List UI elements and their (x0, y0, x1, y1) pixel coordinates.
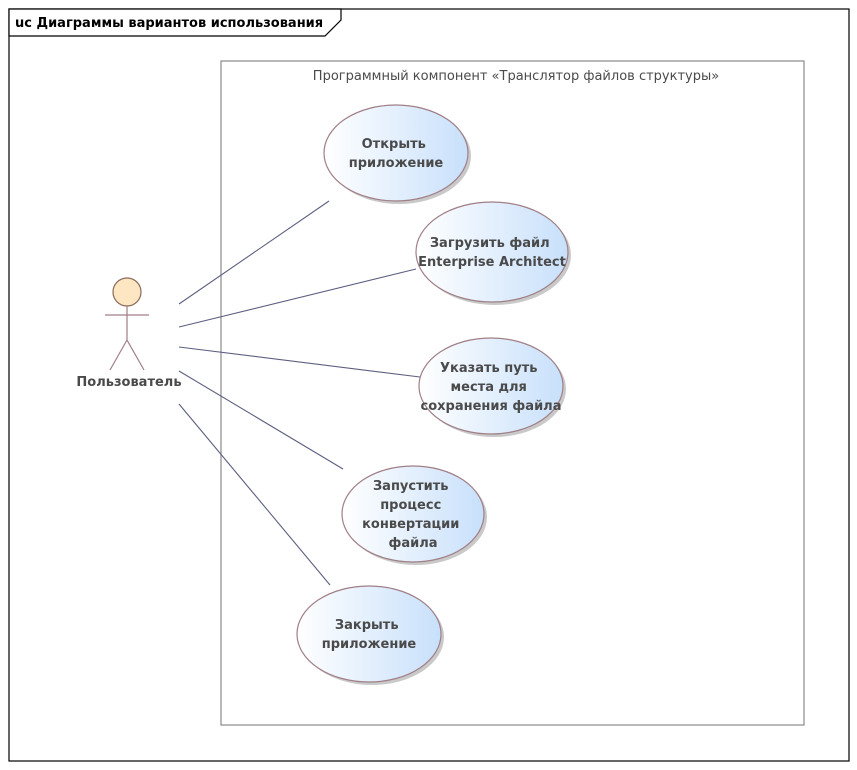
diagram-title: uc Диаграммы вариантов использования (15, 16, 323, 31)
usecase-set-save-path-label: Указать путь места для сохранения файла (421, 361, 562, 414)
usecase-close-app-ellipse (296, 585, 442, 683)
actor-left-leg (109, 339, 128, 371)
actor-name: Пользователь (76, 375, 181, 390)
diagram-frame (8, 8, 850, 762)
usecase-start-conversion[interactable]: Запустить процесс конвертации файла (341, 465, 487, 565)
usecase-start-conversion-label: Запустить процесс конвертации файла (362, 479, 464, 551)
association-path (178, 346, 421, 378)
usecase-open-app-ellipse (323, 104, 469, 202)
usecase-load-file-ellipse (415, 201, 569, 303)
usecase-open-app-label: Открыть приложение (349, 137, 444, 171)
usecase-load-file[interactable]: Загрузить файл Enterprise Architect (415, 201, 571, 305)
usecase-open-app[interactable]: Открыть приложение (323, 104, 471, 204)
association-open (178, 200, 330, 305)
usecase-close-app[interactable]: Закрыть приложение (296, 585, 444, 685)
associations (178, 200, 421, 586)
usecase-load-file-label: Загрузить файл Enterprise Architect (418, 236, 566, 270)
system-boundary-title: Программный компонент «Транслятор файлов… (313, 69, 719, 84)
usecase-set-save-path[interactable]: Указать путь места для сохранения файла (418, 337, 566, 437)
actor-right-leg (126, 339, 145, 371)
diagram-frame-tab (8, 8, 342, 37)
usecase-set-save-path-ellipse (418, 337, 564, 435)
association-convert (178, 370, 344, 470)
actor-user[interactable]: Пользователь (76, 277, 182, 390)
actor-head-icon (112, 277, 142, 307)
usecase-start-conversion-ellipse (341, 465, 485, 563)
association-load (178, 268, 417, 328)
usecase-close-app-label: Закрыть приложение (322, 618, 417, 652)
association-close (178, 403, 331, 586)
